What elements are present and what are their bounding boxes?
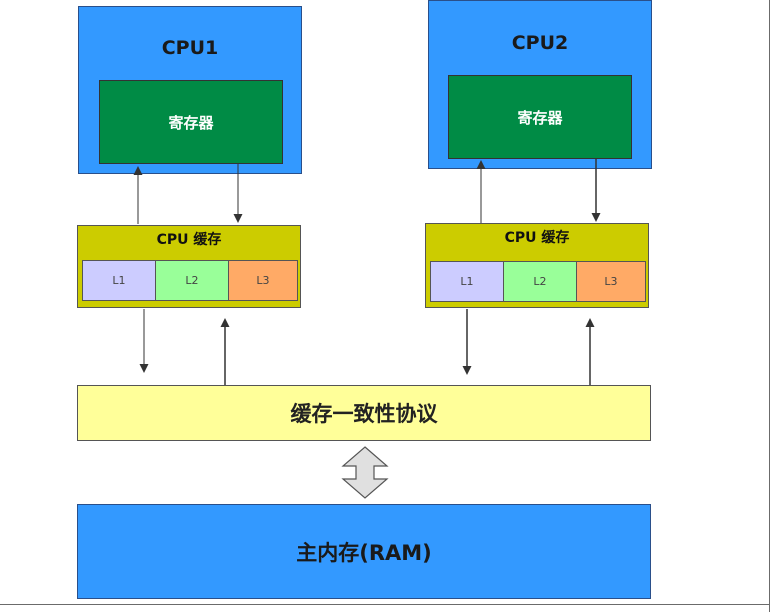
cpu2-register: 寄存器 — [448, 75, 632, 159]
cpu1-title: CPU1 — [161, 37, 219, 59]
cpu1-cache-l3: L3 — [228, 260, 298, 301]
cache-coherence-protocol: 缓存一致性协议 — [77, 385, 651, 441]
window-right-border — [769, 0, 770, 612]
arrow-protocol-to-cpu1-cache — [220, 318, 230, 385]
cpu1-cache-l2: L2 — [155, 260, 229, 301]
cpu1-cache-l1: L1 — [82, 260, 156, 301]
window-bottom-border — [0, 604, 770, 605]
arrow-cpu1-register-to-cache — [233, 163, 243, 223]
cpu2-cache-l3: L3 — [576, 261, 646, 302]
arrow-cpu2-cache-to-protocol — [462, 309, 472, 375]
cpu1-cache: CPU 缓存 L1 L2 L3 — [77, 225, 301, 308]
cpu1-cache-title: CPU 缓存 — [156, 232, 222, 248]
cpu2-cache-title: CPU 缓存 — [504, 230, 570, 246]
arrow-cpu1-cache-to-register — [133, 166, 143, 224]
cpu2-block: CPU2 寄存器 — [428, 0, 652, 169]
cpu1-block: CPU1 寄存器 — [78, 6, 302, 174]
bidirectional-arrow-icon — [341, 446, 389, 499]
arrow-cpu2-cache-to-register — [476, 160, 486, 223]
cpu2-title: CPU2 — [511, 32, 569, 54]
cpu1-register: 寄存器 — [99, 80, 283, 164]
arrow-protocol-to-cpu2-cache — [585, 318, 595, 385]
cpu2-cache-l1: L1 — [430, 261, 504, 302]
main-memory: 主内存(RAM) — [77, 504, 651, 599]
cpu2-cache: CPU 缓存 L1 L2 L3 — [425, 223, 649, 308]
arrow-cpu2-register-to-cache — [591, 158, 601, 222]
arrow-cpu1-cache-to-protocol — [139, 309, 149, 373]
